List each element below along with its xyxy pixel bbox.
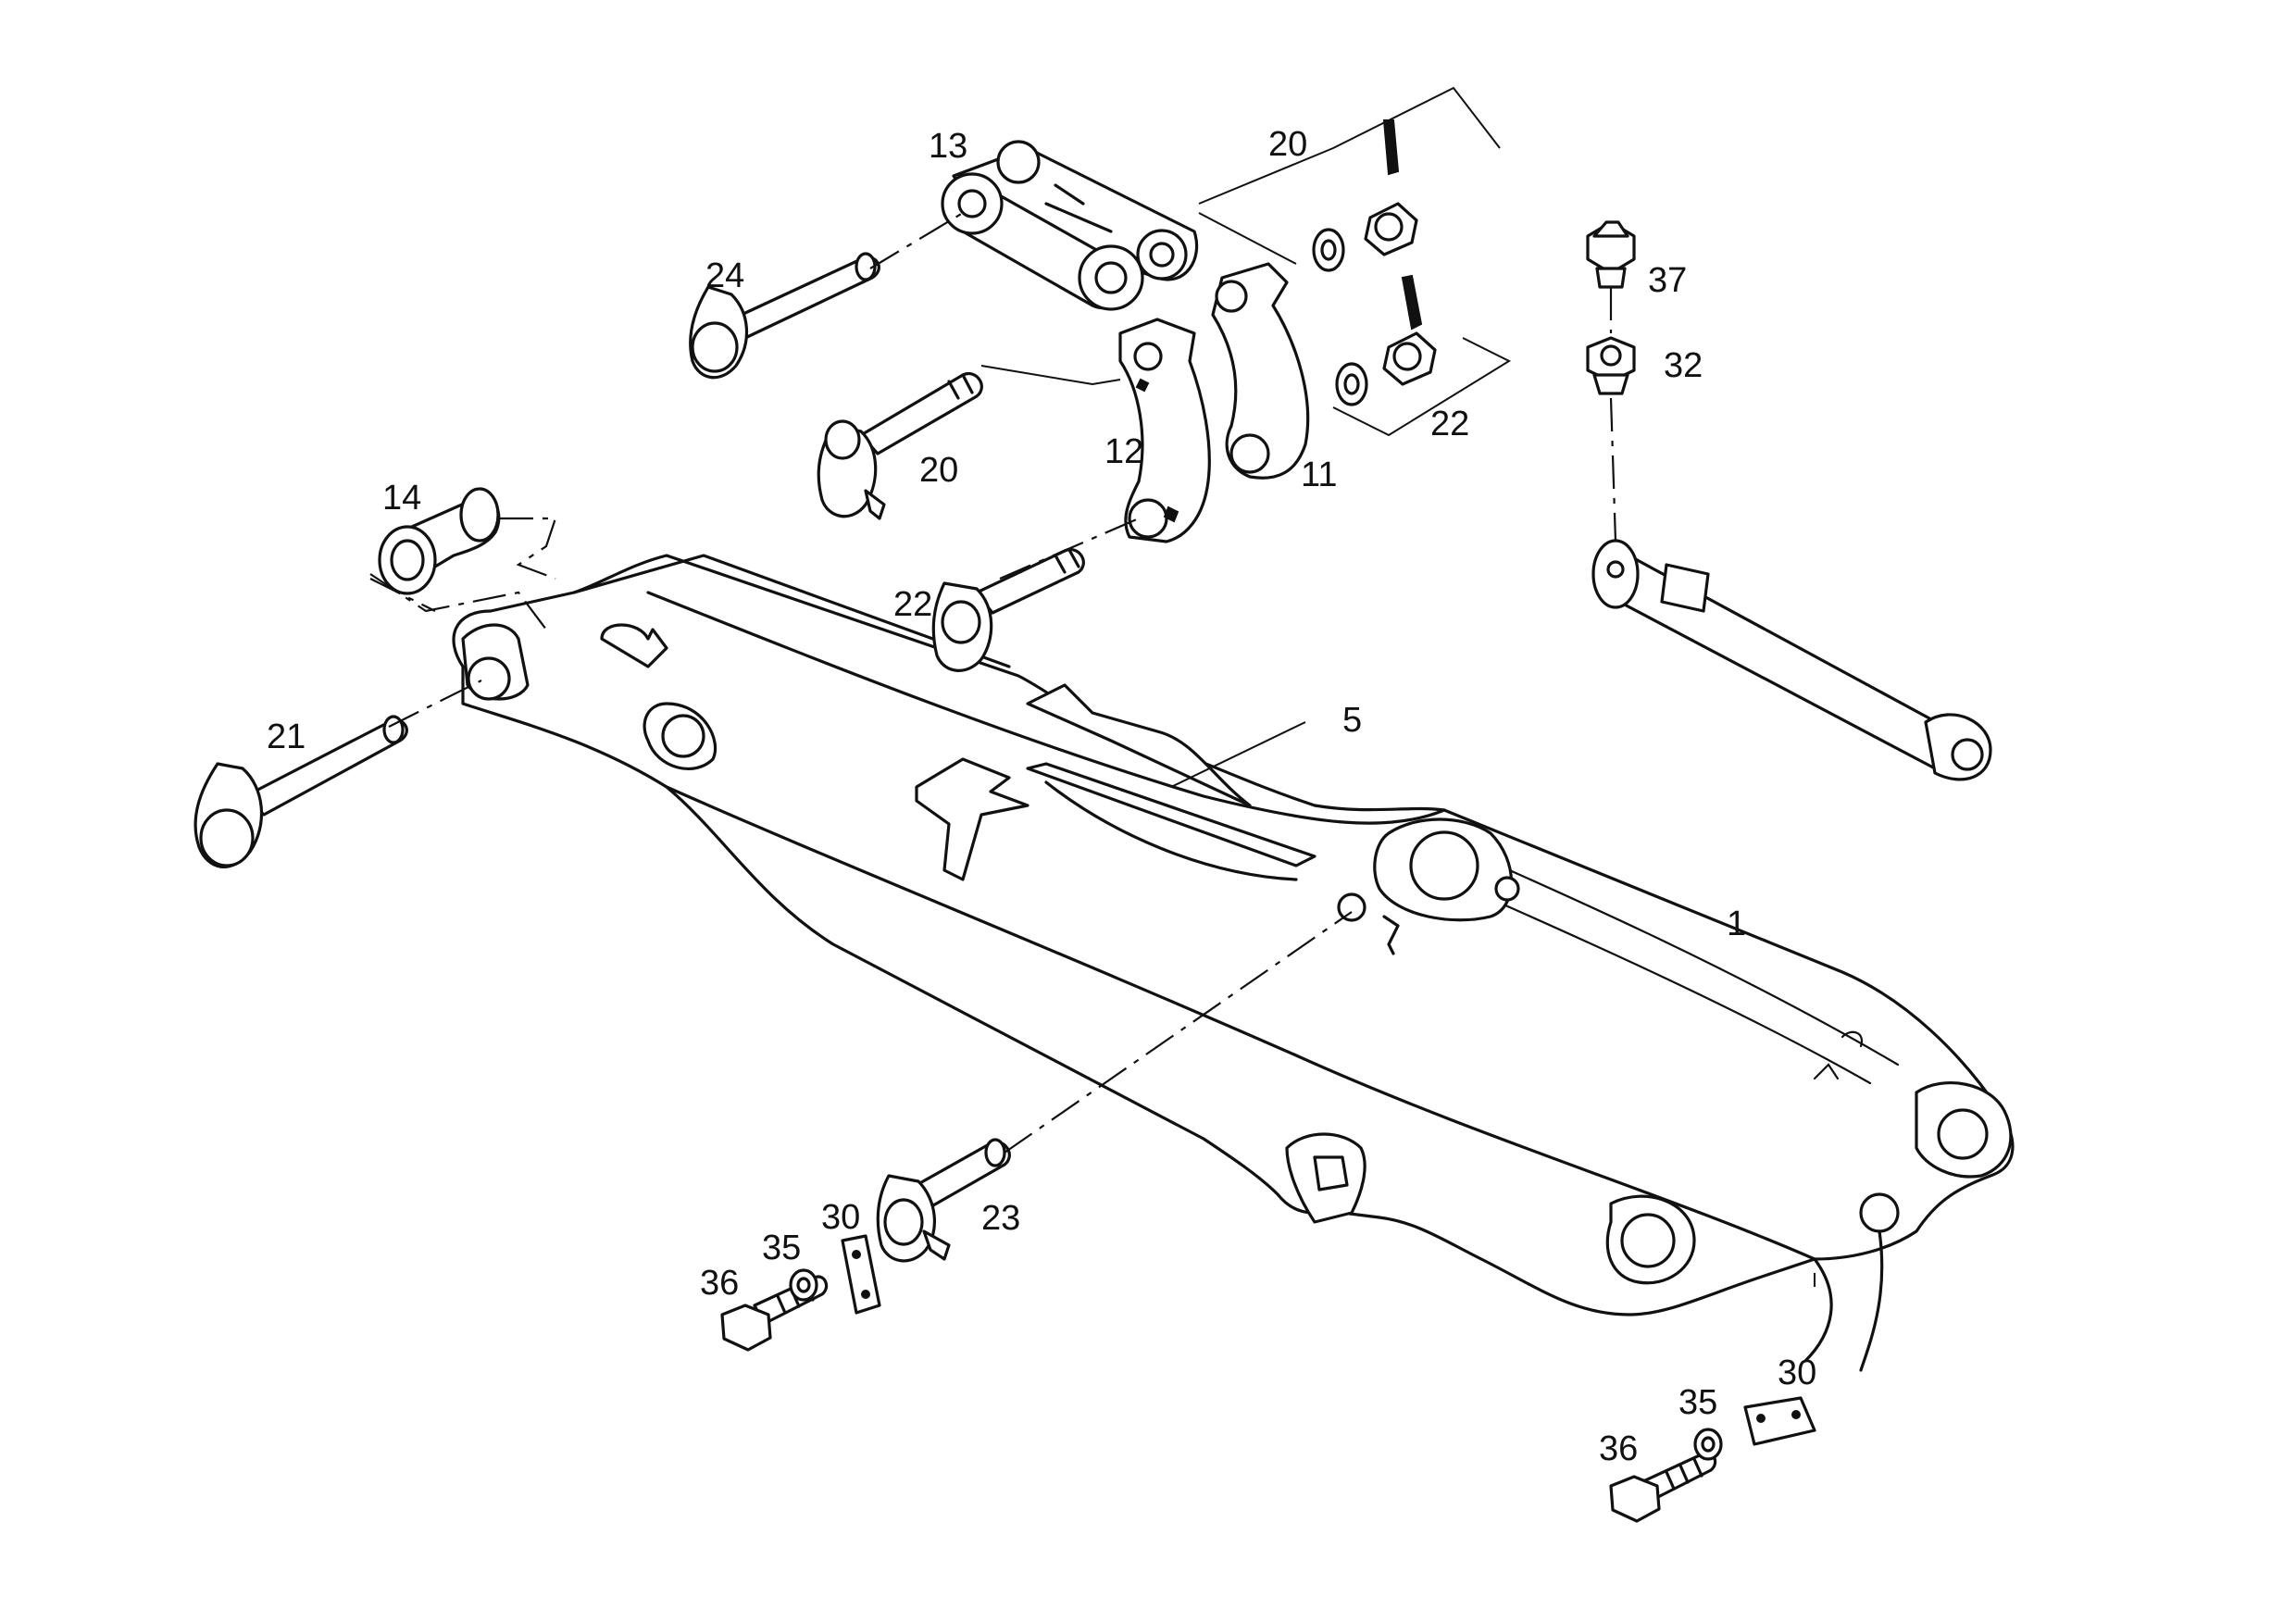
lever-12 (1118, 318, 1211, 543)
label-part-30-right: 30 (1778, 1354, 1816, 1392)
label-part-24: 24 (705, 256, 744, 295)
label-part-20-top: 20 (1268, 125, 1307, 164)
label-part-14: 14 (382, 479, 421, 518)
nut-32 (1586, 336, 1636, 395)
bolt-set-right (1609, 1396, 1816, 1523)
part-labels: 1 5 11 12 13 14 20 20 21 22 22 23 24 30 … (267, 125, 1816, 1468)
nut-washer-set-20 (1312, 119, 1418, 272)
label-part-37: 37 (1648, 261, 1687, 300)
bushing-14 (378, 487, 501, 595)
pin-21 (193, 715, 408, 868)
label-part-11: 11 (1301, 455, 1337, 494)
label-part-1: 1 (1727, 905, 1746, 943)
pin-20 (817, 371, 983, 520)
label-part-12: 12 (1104, 432, 1143, 471)
leader-lines (980, 86, 1816, 1287)
label-part-35-right: 35 (1678, 1383, 1717, 1422)
label-part-13: 13 (929, 127, 967, 166)
pin-24 (689, 252, 880, 380)
bolt-set-left (720, 1234, 881, 1352)
lever-11 (1211, 262, 1310, 480)
arm-assembly (452, 554, 2015, 1372)
pin-22-lower (931, 547, 1085, 672)
label-part-36-right: 36 (1599, 1429, 1638, 1468)
nut-washer-set-22 (1335, 274, 1437, 406)
label-part-35-left: 35 (762, 1229, 801, 1267)
label-part-5: 5 (1342, 701, 1362, 740)
label-part-21: 21 (267, 717, 306, 756)
label-part-22-pin: 22 (893, 585, 932, 624)
label-part-23: 23 (981, 1199, 1020, 1238)
label-part-22-right: 22 (1430, 405, 1469, 443)
hydraulic-cylinder (1591, 539, 1992, 781)
label-part-32: 32 (1664, 346, 1703, 385)
pin-23 (876, 1138, 1011, 1263)
label-part-20-pin: 20 (919, 451, 958, 490)
label-part-30-left: 30 (821, 1198, 860, 1237)
grease-nipple-37 (1586, 220, 1636, 289)
link-13 (941, 140, 1199, 311)
label-part-36-left: 36 (700, 1264, 739, 1303)
assembly-centerlines (369, 212, 1617, 1154)
